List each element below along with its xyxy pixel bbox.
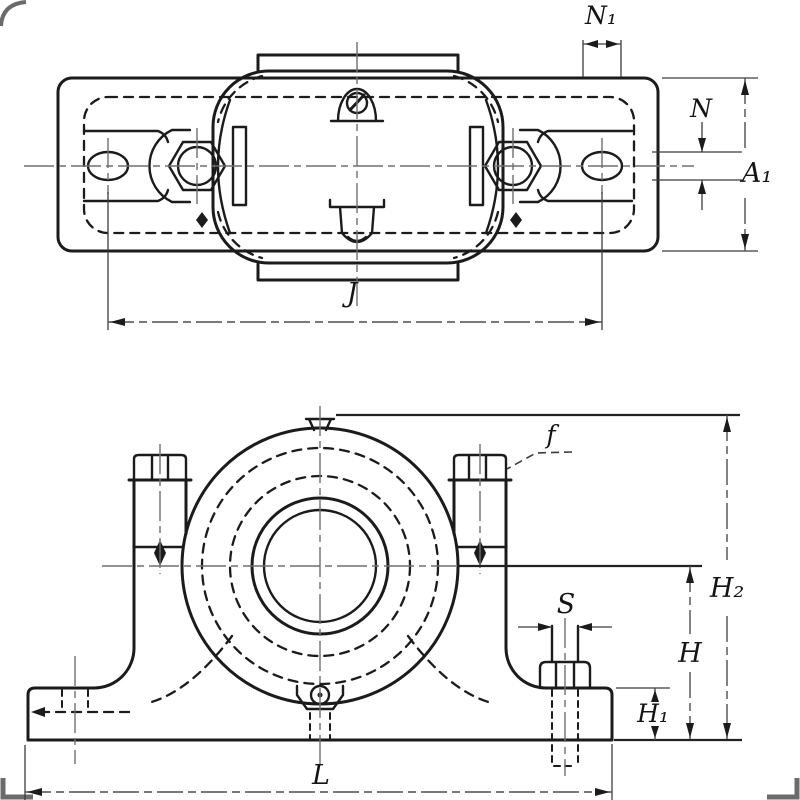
bolt-shank: [550, 624, 580, 664]
dimension-S: S: [518, 589, 612, 631]
arrowhead: [698, 138, 706, 152]
arrowhead: [741, 80, 749, 95]
arrowhead: [585, 40, 598, 48]
scan-corner-topleft: [0, 0, 27, 27]
bolt-lugs: [82, 128, 634, 228]
cap-top-tab: [256, 53, 460, 72]
arrowhead: [585, 318, 600, 326]
dimension-A1: A₁: [662, 77, 772, 252]
anchor-bolt: [538, 618, 592, 776]
pedestal-left: [127, 444, 193, 650]
dim-label-N: N: [689, 94, 713, 123]
cap-corner-arc: [452, 210, 500, 260]
wing-edges-left: [82, 129, 170, 203]
dim-label-f: f: [544, 420, 559, 449]
pedestal-sides: [132, 478, 188, 650]
arrowhead: [741, 234, 749, 249]
arrowhead: [651, 690, 659, 702]
dim-label-J: J: [342, 278, 360, 309]
front-view: f S H₂ H: [24, 406, 744, 800]
dim-label-H: H: [677, 638, 702, 669]
arrowhead: [27, 788, 42, 796]
dimension-N: N: [652, 94, 742, 210]
hidden-fillet-left: [146, 634, 234, 705]
cap-bottom-tab: [256, 262, 460, 282]
dimension-H1: H₁: [614, 687, 742, 742]
top-view: J A₁ N N₁: [24, 1, 772, 330]
cap-corner-arc: [216, 74, 264, 124]
cap-outline: [211, 69, 505, 265]
arrowhead: [723, 417, 731, 432]
cap-corner-arc: [216, 210, 264, 260]
arrowhead: [110, 318, 125, 326]
dimension-N1: N₁: [582, 1, 622, 77]
dim-label-N1: N₁: [584, 1, 617, 30]
hidden-fillet-right: [406, 634, 494, 705]
arrowhead: [686, 723, 694, 738]
dowel-mark-right: [510, 212, 522, 228]
foot-hole-hidden-edges: [61, 689, 89, 713]
arrowhead: [595, 788, 610, 796]
dim-label-A1: A₁: [739, 158, 772, 189]
dimension-H2: H₂: [336, 413, 744, 740]
hidden-line-arrow: [31, 707, 45, 717]
arrowhead: [723, 723, 731, 738]
leader-line: [506, 451, 573, 470]
wing-edges-right: [536, 129, 634, 203]
arrowhead: [686, 568, 694, 583]
dim-label-H2: H₂: [709, 573, 744, 604]
lug-curve-left: [148, 128, 192, 204]
arrowhead: [651, 726, 659, 738]
base-plate-outline: [56, 76, 660, 253]
pedestal-right: [447, 444, 513, 650]
arrowhead: [698, 180, 706, 194]
drain-hidden-bore: [309, 712, 331, 740]
hex-nut: [538, 660, 592, 690]
dim-label-S: S: [557, 589, 576, 620]
dimension-L: L: [24, 744, 613, 800]
scan-corner-bottomright: [767, 778, 800, 800]
dim-label-H1: H₁: [636, 699, 669, 728]
dowel-mark-left: [196, 212, 208, 228]
cap-corner-arc: [452, 74, 500, 124]
base-plate-hidden-edge: [82, 95, 636, 235]
dim-label-L: L: [311, 760, 330, 791]
arrowhead: [606, 40, 619, 48]
dimension-J: J: [107, 192, 603, 330]
arrowhead: [538, 623, 552, 631]
dimension-H: H: [458, 564, 702, 740]
pedestal-sides: [452, 478, 508, 650]
arrowhead: [578, 623, 592, 631]
scan-corner-bottomleft: [0, 778, 33, 800]
base-plate-outer-edge: [56, 76, 660, 253]
callout-f: f: [506, 420, 573, 470]
